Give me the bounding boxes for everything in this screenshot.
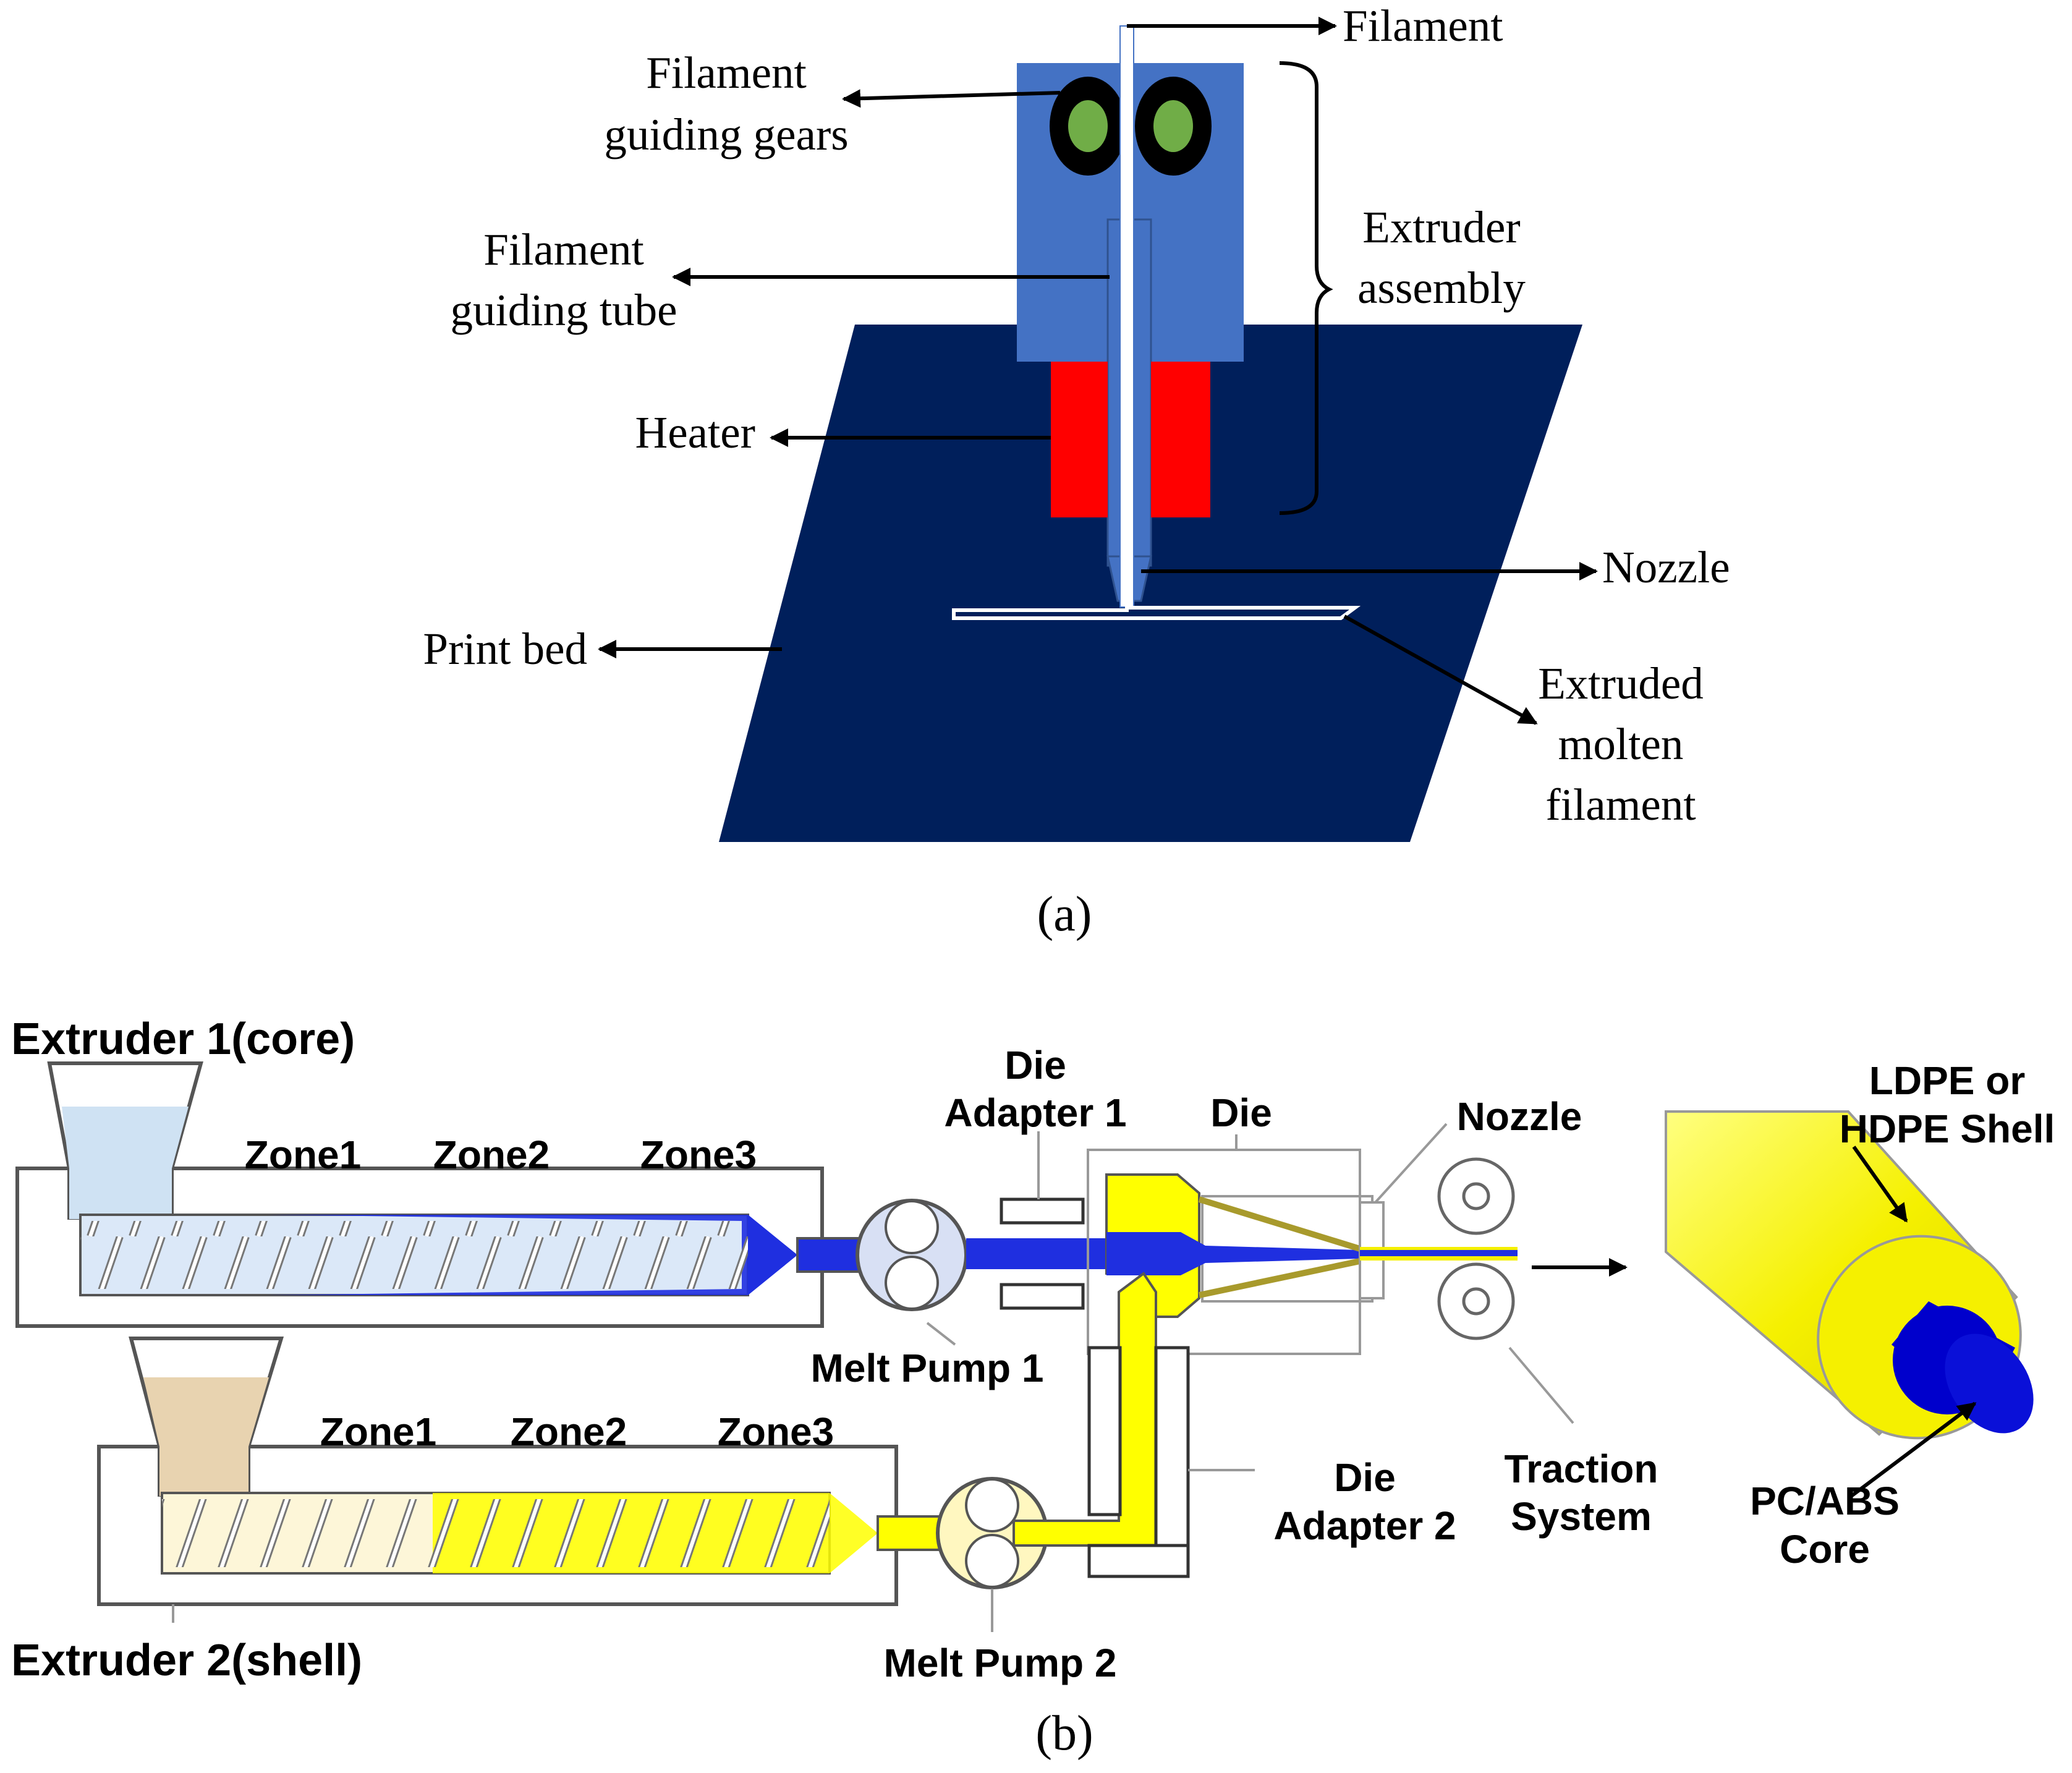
e1-zone1-label: Zone1 [245, 1133, 361, 1177]
gear-right-center-icon [1153, 100, 1193, 152]
die-adapter2-label-1: Die [1334, 1455, 1396, 1500]
output-filament-core [1360, 1250, 1518, 1256]
die-adapter1-label-1: Die [1004, 1043, 1066, 1087]
melt-pump1-leader [926, 1322, 956, 1346]
melt-pump2-label: Melt Pump 2 [884, 1641, 1117, 1685]
e2-zone1-label: Zone1 [320, 1409, 436, 1454]
extruder2-screw [162, 1499, 830, 1567]
extruder1-screw [80, 1221, 748, 1289]
traction-label-2: System [1511, 1494, 1652, 1539]
core-label-2: Core [1780, 1527, 1870, 1571]
print-bed-label: Print bed [423, 624, 587, 674]
core-melt-tip [748, 1215, 797, 1295]
gears-arrow [842, 89, 1061, 108]
melt-pump1-label: Melt Pump 1 [811, 1346, 1044, 1390]
die-label: Die [1210, 1091, 1272, 1135]
core-arrow [1850, 1401, 1977, 1498]
filament [1119, 25, 1134, 608]
gear-left-center-icon [1068, 100, 1108, 152]
traction-roller-bottom-hub [1462, 1287, 1490, 1316]
melt-pump2-gear-bottom-icon [965, 1534, 1019, 1588]
core-label-1: PC/ABS [1750, 1479, 1900, 1523]
core-die-channel [1106, 1232, 1360, 1275]
caption-b: (b) [1035, 1706, 1093, 1761]
die-adapter1-label-2: Adapter 1 [944, 1091, 1126, 1135]
shell-line-top [1198, 1196, 1361, 1252]
extruder-brace [1279, 61, 1333, 515]
heater-label: Heater [635, 407, 755, 457]
nozzle-label: Nozzle [1602, 542, 1730, 592]
gears-label-1: Filament [646, 48, 807, 98]
die-adapter2-body [1087, 1346, 1122, 1516]
e1-zone2-label: Zone2 [433, 1133, 550, 1177]
die-adapter2-label-2: Adapter 2 [1273, 1503, 1456, 1548]
e2-zone3-label: Zone3 [718, 1409, 834, 1454]
shell-line-bottom [1198, 1258, 1361, 1298]
traction-label-1: Traction [1505, 1447, 1658, 1491]
e2-zone2-label: Zone2 [511, 1409, 627, 1454]
extruder1-hopper-fill [62, 1107, 189, 1168]
traction-leader [1508, 1346, 1574, 1424]
nozzle-b-label: Nozzle [1457, 1094, 1582, 1139]
gears-label-2: guiding gears [604, 109, 848, 159]
extruded-label-3: filament [1545, 780, 1696, 830]
extruder2-feed-fill [159, 1447, 248, 1496]
melt-pump2-gear-top-icon [965, 1478, 1019, 1533]
traction-roller-top-hub [1462, 1182, 1490, 1210]
extruded-label-1: Extruded [1538, 658, 1704, 708]
extruder1-feed-fill [69, 1168, 172, 1219]
die-adapter2-base [1087, 1544, 1190, 1578]
die-adapter2-body-right [1154, 1346, 1190, 1578]
shell-arrow [1852, 1146, 1908, 1223]
e1-zone3-label: Zone3 [640, 1133, 757, 1177]
filament-cross-section [1665, 1110, 2034, 1440]
extruder-label-1: Extruder [1362, 202, 1520, 252]
tube-label-1: Filament [483, 224, 644, 274]
shell-label-2: HDPE Shell [1840, 1107, 2055, 1151]
heater-left [1051, 362, 1108, 517]
panel-b: Extruder 1(core) Extruder 2(shell) Zone1… [11, 1014, 2055, 1761]
heater-right [1151, 362, 1210, 517]
melt-pump1-gear-bottom-icon [885, 1256, 939, 1310]
print-bed [719, 325, 1582, 842]
die-adapter1-body-bottom [1000, 1283, 1085, 1310]
die-adapter1-body [1000, 1197, 1085, 1225]
extruder1-label: Extruder 1(core) [11, 1014, 355, 1064]
shell-label-1: LDPE or [1869, 1058, 2025, 1103]
extruded-filament [952, 605, 1361, 620]
tube-label-2: guiding tube [451, 285, 677, 335]
extruder-label-2: assembly [1357, 263, 1526, 313]
panel-a: Filament Filament guiding gears Filament… [423, 1, 1730, 942]
nozzle-leader [1374, 1123, 1448, 1204]
melt-pump1-gear-top-icon [885, 1200, 939, 1254]
extruder2-hopper-fill [143, 1377, 269, 1447]
filament-label: Filament [1343, 1, 1503, 51]
caption-a: (a) [1037, 887, 1092, 942]
extruded-arrow [1343, 614, 1538, 725]
extruder2-label: Extruder 2(shell) [11, 1636, 362, 1685]
extruded-label-2: molten [1558, 719, 1684, 769]
